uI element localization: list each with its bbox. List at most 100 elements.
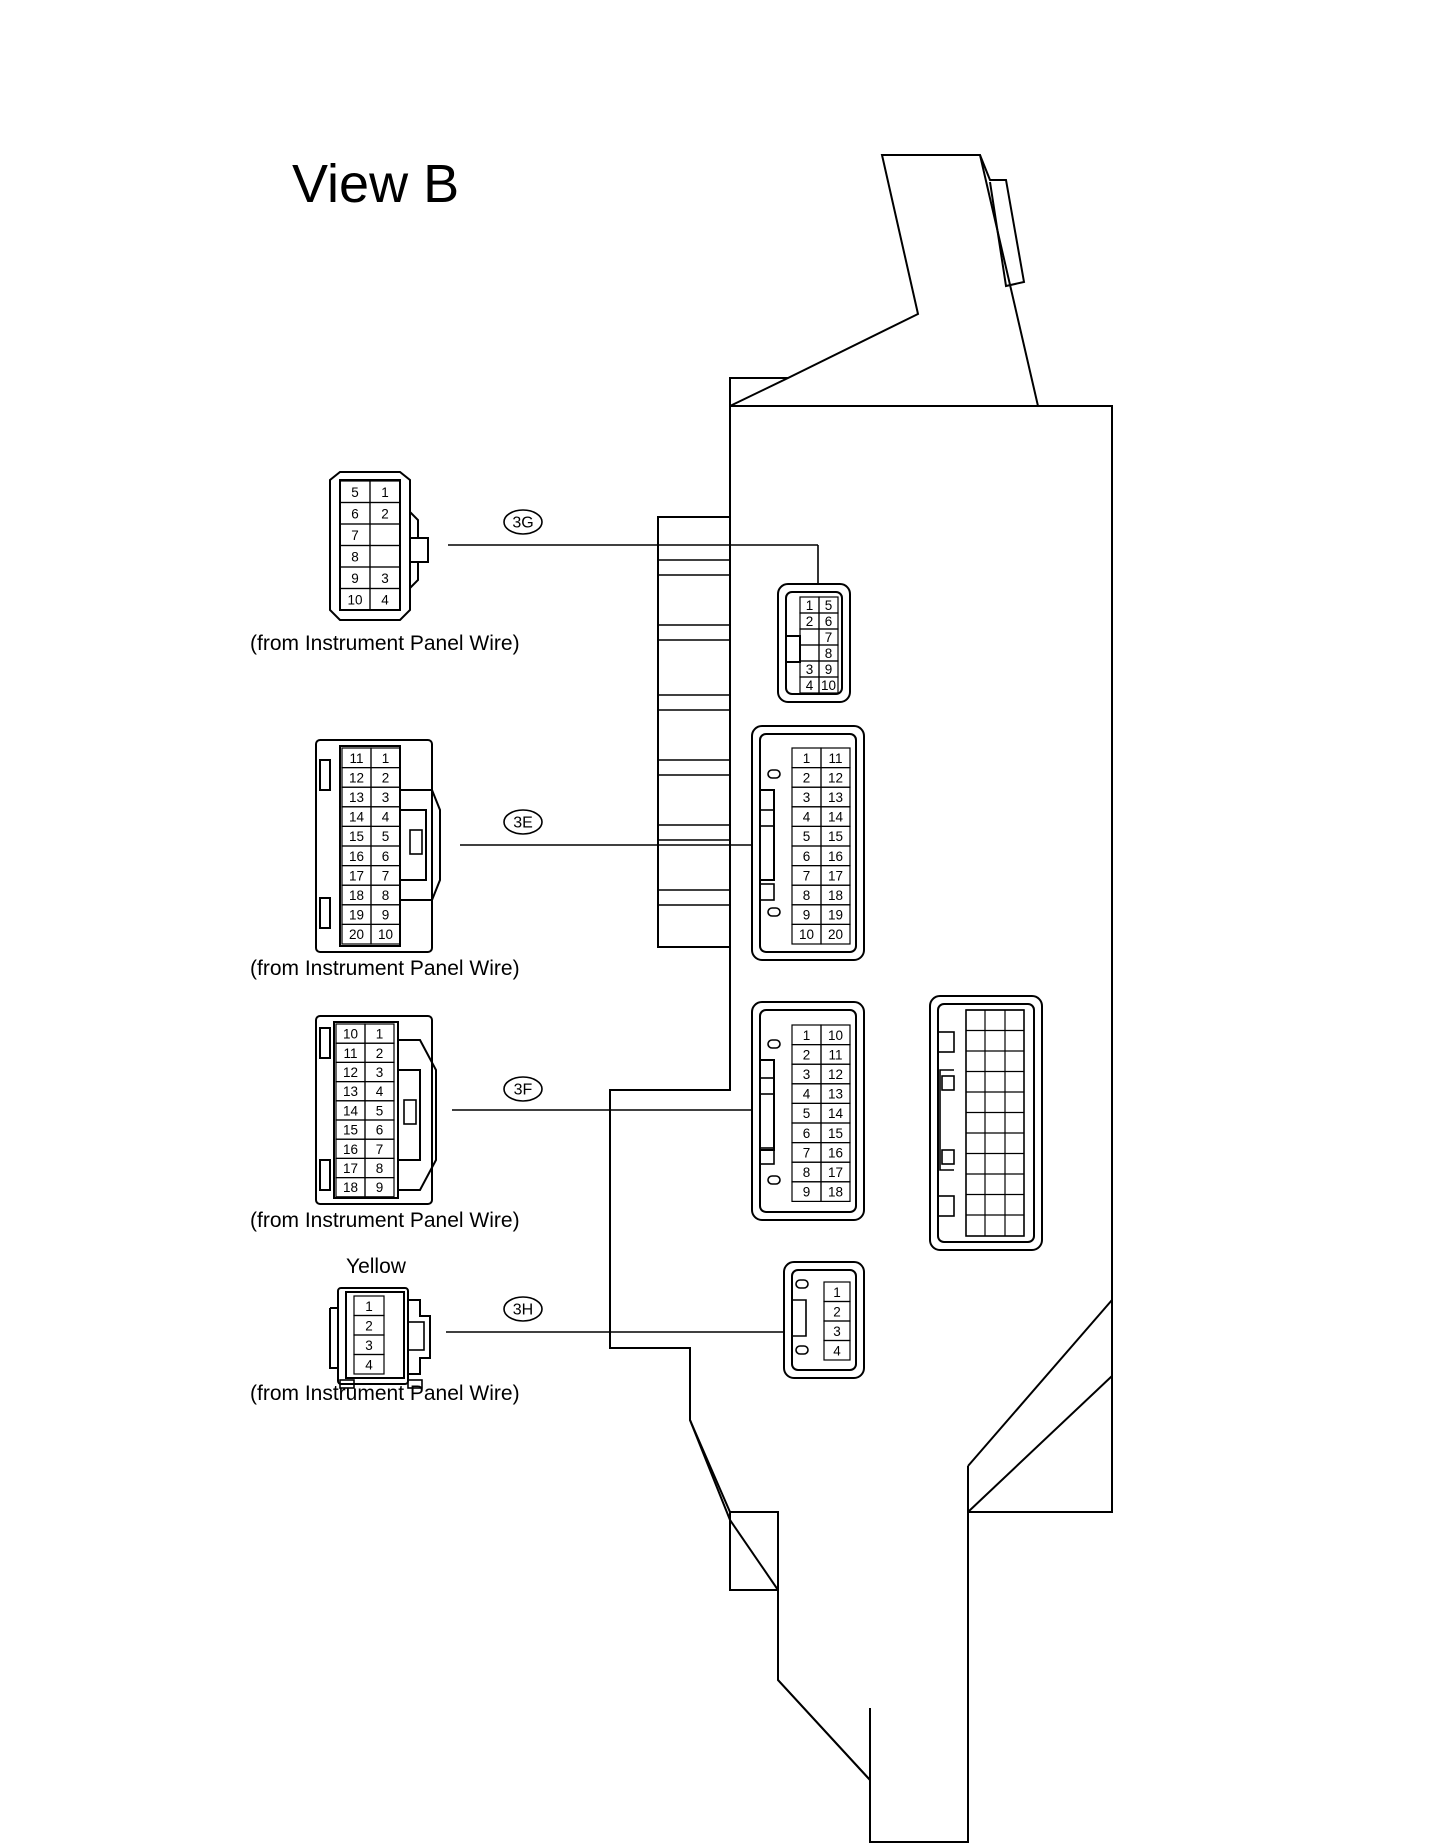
connector-3h-harness-pin-label: 4 [365,1357,373,1372]
connector-3e-harness-cell [370,923,401,945]
svg-text:3E: 3E [513,815,533,832]
connector-3g-block-pin-label: 10 [821,678,836,693]
connector-3e-harness-pin-label: 12 [349,770,364,785]
connector-3f-block-pin-label: 3 [803,1067,811,1082]
connector-3h-block-cell [823,1339,851,1361]
svg-text:3G: 3G [512,515,533,532]
connector-3e-block-pin-label: 10 [799,927,814,942]
connector-3e-block-pin-label: 12 [828,770,843,785]
connector-3f-block-pin-label: 17 [828,1165,843,1180]
connector-3g-caption: (from Instrument Panel Wire) [250,632,520,655]
connector-3e-block-pin-label: 5 [803,829,811,844]
svg-text:3H: 3H [513,1302,533,1319]
connector-3f-block-pin-label: 9 [803,1185,811,1200]
connector-3g-block-pin-label: 5 [825,598,833,613]
connector-3e-caption: (from Instrument Panel Wire) [250,957,520,980]
connector-3f-harness-pin-label: 16 [343,1142,358,1157]
connector-3e-harness-pin-label: 18 [349,888,364,903]
connector-3e-block-pin-label: 9 [803,908,811,923]
connector-3f-block-pin-label: 15 [828,1126,843,1141]
connector-3f-block-cell [820,1181,851,1203]
connector-3e-harness-pin-label: 11 [349,751,363,766]
connector-3f-harness-pin-label: 6 [376,1123,384,1138]
connector-3e-harness-pin-label: 16 [349,849,364,864]
connector-3g-block-pin-label: 2 [806,614,814,629]
connector-3g-block-cell [818,676,839,694]
connector-3f-block-pin-label: 4 [803,1087,811,1102]
connector-3g-block-cell [799,644,820,662]
connector-3g-harness-pin-label: 5 [351,485,359,500]
connector-3f-block-pin-label: 12 [828,1067,843,1082]
connector-3g-harness-cell [369,544,401,568]
connector-3g-block-pin-label: 7 [825,630,833,645]
connector-3g-block-pin-label: 3 [806,662,814,677]
connector-3f-harness-pin-label: 5 [376,1103,384,1118]
view-title: View B [292,154,459,214]
connector-3e-block-pin-label: 1 [803,751,811,766]
connector-3h-block-pin-label: 2 [833,1304,841,1319]
connector-3h-harness-cell [353,1353,385,1375]
connector-3g-block-pin-label: 4 [806,678,814,693]
connector-3g-harness-cell [369,523,401,547]
connector-3f-block-pin-label: 8 [803,1165,811,1180]
connector-3h-block-pin-label: 1 [833,1285,841,1300]
connector-3e-harness-pin-label: 5 [382,829,390,844]
connector-3e-block-pin-label: 20 [828,927,843,942]
connector-3e-label: 3E [503,809,543,835]
connector-3e-block-pin-label: 14 [828,810,844,825]
connector-3f-block-pin-label: 5 [803,1106,811,1121]
svg-text:3F: 3F [514,1082,533,1099]
connector-3g-block-pin-label: 8 [825,646,833,661]
unlabelled-block-connector [929,995,1043,1251]
connector-3f-harness-pin-label: 18 [343,1180,358,1195]
connector-3f-block-pin-label: 10 [828,1028,843,1043]
connector-3h-label: 3H [503,1296,543,1322]
connector-3g-harness-pin-label: 9 [351,571,359,586]
connector-3e-block-pin-label: 17 [828,868,843,883]
connector-3e-block-pin-label: 2 [803,770,811,785]
connector-3f-harness-pin-label: 1 [376,1027,384,1042]
connector-3g-harness-cell [369,587,401,611]
connector-3f-block-pin-label: 7 [803,1145,811,1160]
connector-3e-block-pin-label: 4 [803,810,811,825]
connector-3f-block-pin-label: 14 [828,1106,844,1121]
connector-3g-harness-pin-label: 2 [381,506,389,521]
connector-3g-harness-pin-label: 4 [381,592,389,607]
connector-3g-harness-pin-label: 6 [351,506,359,521]
connector-3g-block-cell [799,628,820,646]
connector-3e-block-cell [820,923,851,945]
connector-3e-block-pin-label: 19 [828,908,843,923]
connector-3e-harness-pin-label: 10 [378,927,393,942]
connector-3e-harness-pin-label: 14 [349,810,365,825]
connector-3g-label: 3G [503,509,543,535]
connector-3e-harness-pin-label: 6 [382,849,390,864]
connector-3f-harness-pin-label: 2 [376,1046,384,1061]
connector-3e-block-pin-label: 8 [803,888,811,903]
connector-3e-block-pin-label: 15 [828,829,843,844]
connector-3e-harness-pin-label: 19 [349,908,364,923]
connector-3f-block-pin-label: 13 [828,1087,843,1102]
connector-3e-harness-pin-label: 20 [349,927,364,942]
connector-3e-block-pin-label: 13 [828,790,843,805]
connector-3e-harness-pin-label: 2 [382,770,390,785]
connector-3f-harness-pin-label: 9 [376,1180,384,1195]
connector-3h-caption: (from Instrument Panel Wire) [250,1382,520,1405]
connector-3e-harness-pin-label: 17 [349,868,364,883]
connector-3f-harness-pin-label: 3 [376,1065,384,1080]
connector-3f-harness-pin-label: 17 [343,1161,358,1176]
connector-3h-harness-pin-label: 3 [365,1338,373,1353]
connector-3h-color-label: Yellow [346,1255,407,1278]
connector-3e-harness-pin-label: 4 [382,810,390,825]
connector-3f-harness-pin-label: 13 [343,1084,358,1099]
connector-3g-harness-pin-label: 8 [351,549,359,564]
connector-3e-harness-pin-label: 13 [349,790,364,805]
connector-3f-label: 3F [503,1076,543,1102]
connector-3e-harness-pin-label: 9 [382,908,390,923]
